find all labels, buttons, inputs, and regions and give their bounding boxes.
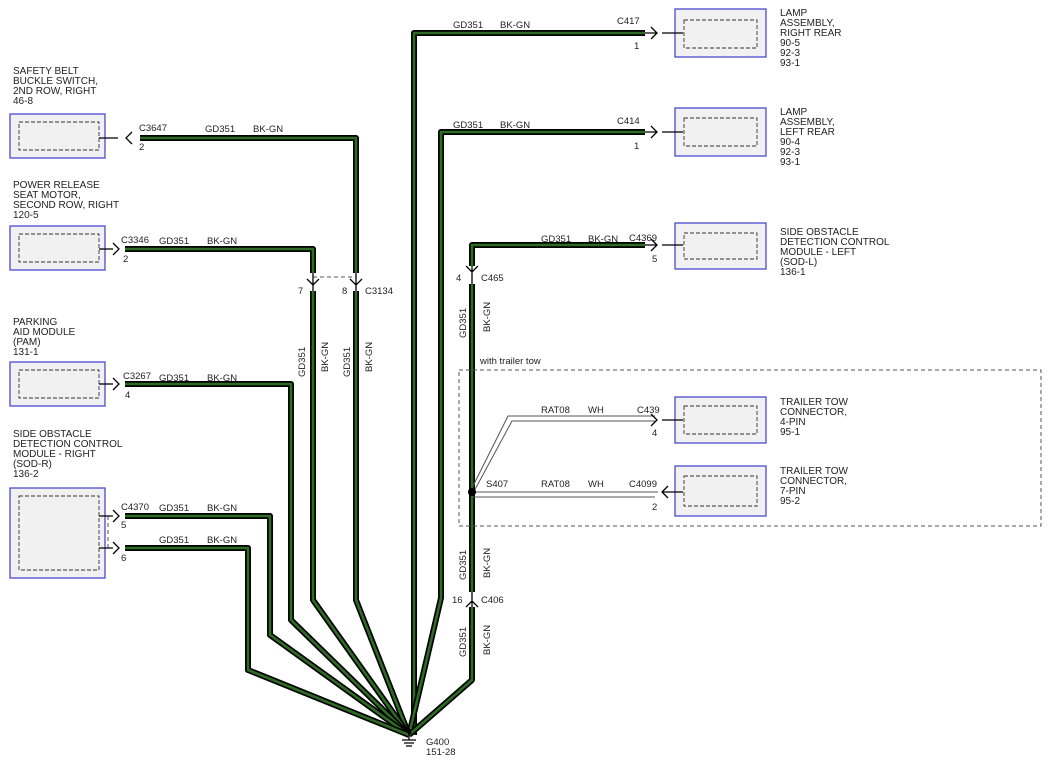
splice-label: S407: [486, 479, 508, 490]
svg-text:BK-GN: BK-GN: [482, 548, 493, 578]
trailer-tow-option-box: [458, 369, 1042, 527]
wires: [125, 30, 645, 738]
svg-text:5: 5: [652, 254, 657, 265]
vertical-wire-labels: GD351 BK-GN GD351 BK-GN GD351 BK-GN GD35…: [297, 302, 493, 657]
svg-text:151-28: 151-28: [426, 747, 456, 758]
svg-text:4: 4: [652, 428, 657, 439]
svg-text:1: 1: [634, 41, 639, 52]
trailer-wires: [471, 415, 658, 498]
svg-text:16: 16: [452, 595, 463, 606]
splice-dot: [468, 488, 476, 496]
ground-symbol: G400 151-28: [402, 733, 456, 758]
svg-text:C417: C417: [617, 16, 640, 27]
svg-text:C4370: C4370: [121, 502, 149, 513]
svg-text:BK-GN: BK-GN: [207, 236, 237, 247]
svg-text:BK-GN: BK-GN: [482, 625, 493, 655]
svg-text:WH: WH: [588, 479, 604, 490]
svg-text:C406: C406: [481, 595, 504, 606]
svg-text:GD351: GD351: [453, 20, 483, 31]
svg-text:GD351: GD351: [541, 234, 571, 245]
svg-text:BK-GN: BK-GN: [500, 20, 530, 31]
svg-text:6: 6: [121, 553, 126, 564]
svg-text:GD351: GD351: [205, 124, 235, 135]
svg-text:2: 2: [139, 142, 144, 153]
svg-text:RAT08: RAT08: [541, 405, 570, 416]
svg-text:BK-GN: BK-GN: [207, 535, 237, 546]
svg-text:C465: C465: [481, 273, 504, 284]
svg-text:BK-GN: BK-GN: [500, 120, 530, 131]
svg-text:GD351: GD351: [159, 373, 189, 384]
svg-text:GD351: GD351: [458, 550, 469, 580]
svg-text:BK-GN: BK-GN: [482, 302, 493, 332]
svg-text:GD351: GD351: [453, 120, 483, 131]
svg-text:GD351: GD351: [159, 535, 189, 546]
svg-text:RAT08: RAT08: [541, 479, 570, 490]
svg-text:C3346: C3346: [121, 235, 149, 246]
svg-text:GD351: GD351: [342, 347, 353, 377]
svg-text:GD351: GD351: [458, 308, 469, 338]
svg-text:2: 2: [123, 254, 128, 265]
connector-c3134: 7 8 C3134: [298, 273, 393, 297]
svg-text:C3134: C3134: [365, 286, 393, 297]
svg-text:7: 7: [298, 286, 303, 297]
svg-text:4: 4: [125, 390, 130, 401]
svg-text:GD351: GD351: [159, 236, 189, 247]
svg-text:C4099: C4099: [629, 479, 657, 490]
connector-c406: 16 C406: [452, 592, 504, 608]
svg-text:GD351: GD351: [159, 503, 189, 514]
svg-text:C414: C414: [617, 116, 640, 127]
svg-text:G400: G400: [426, 737, 449, 748]
svg-text:BK-GN: BK-GN: [207, 503, 237, 514]
svg-text:C3647: C3647: [139, 123, 167, 134]
svg-text:BK-GN: BK-GN: [207, 373, 237, 384]
svg-text:4: 4: [456, 273, 461, 284]
svg-text:GD351: GD351: [458, 627, 469, 657]
svg-text:BK-GN: BK-GN: [253, 124, 283, 135]
svg-text:2: 2: [652, 502, 657, 513]
svg-text:BK-GN: BK-GN: [364, 342, 375, 372]
svg-text:GD351: GD351: [297, 347, 308, 377]
svg-text:8: 8: [342, 286, 347, 297]
option-label: with trailer tow: [479, 356, 541, 367]
svg-text:C439: C439: [637, 405, 660, 416]
svg-text:BK-GN: BK-GN: [588, 234, 618, 245]
svg-text:1: 1: [634, 141, 639, 152]
svg-text:C3267: C3267: [123, 371, 151, 382]
svg-text:C4369: C4369: [629, 233, 657, 244]
svg-text:BK-GN: BK-GN: [320, 342, 331, 372]
svg-text:WH: WH: [588, 405, 604, 416]
svg-text:5: 5: [121, 520, 126, 531]
connector-c465: 4 C465: [456, 265, 504, 284]
